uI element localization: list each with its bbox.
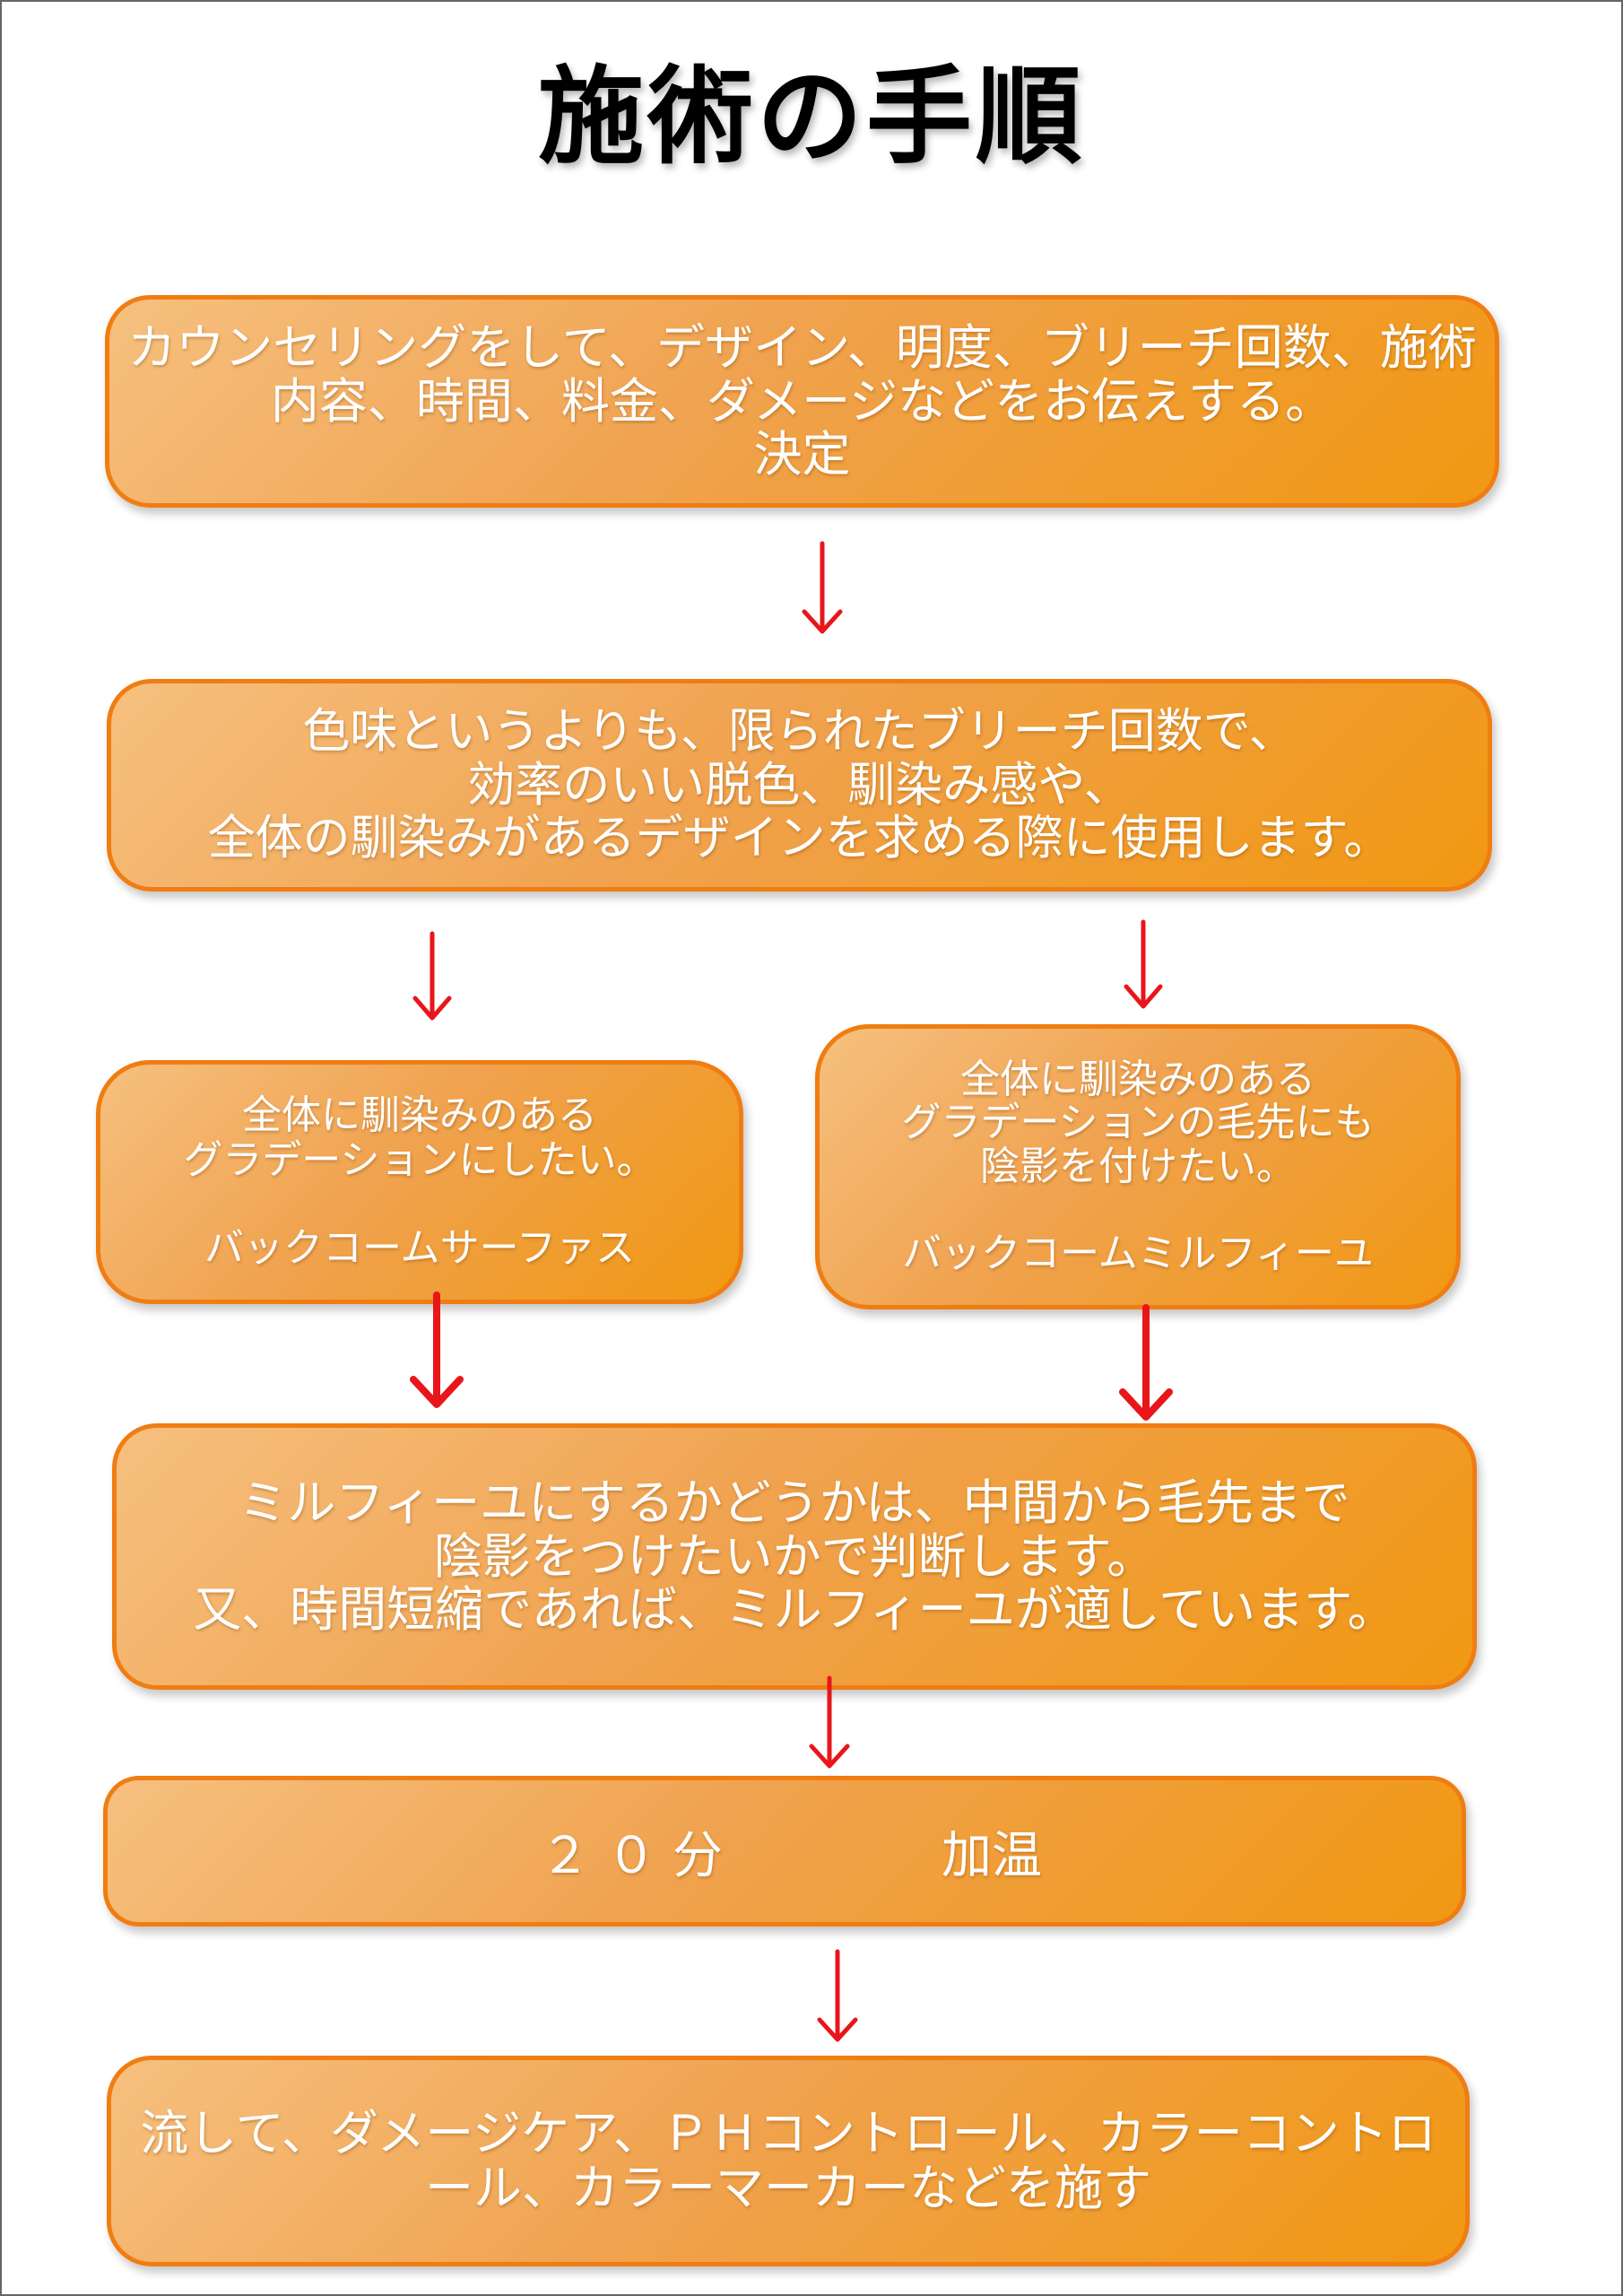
millefeuille-text-line-3: 陰影を付けたい。	[980, 1143, 1296, 1189]
judgement-step-box: ミルフィーユにするかどうかは、中間から毛先まで 陰影をつけたいかで判断します。 …	[112, 1423, 1477, 1690]
millefeuille-text-line-1: 全体に馴染みのある	[960, 1057, 1315, 1103]
surface-text-line-4: バックコームサーファス	[204, 1225, 636, 1272]
surface-option-box: 全体に馴染みのある グラデーションにしたい。 バックコームサーファス	[96, 1060, 743, 1304]
arrow-down-icon	[809, 1675, 850, 1769]
purpose-text-line-2: 効率のいい脱色、馴染み感や、	[467, 757, 1132, 813]
arrow-down-icon	[1124, 919, 1163, 1009]
finish-text-line-2: ール、カラーマーカーなどを施す	[425, 2159, 1151, 2216]
finish-step-box: 流して、ダメージケア、ＰＨコントロール、カラーコントロ ール、カラーマーカーなど…	[107, 2056, 1470, 2266]
page-title: 施術の手順	[537, 55, 1085, 178]
millefeuille-option-box: 全体に馴染みのある グラデーションの毛先にも 陰影を付けたい。 バックコームミル…	[815, 1024, 1461, 1309]
arrow-down-icon	[802, 541, 843, 634]
surface-text-line-1: 全体に馴染みのある	[242, 1092, 597, 1139]
heat-time-label: ２０分	[540, 1826, 739, 1885]
heat-action-label: 加温	[942, 1826, 1042, 1885]
finish-text-line-1: 流して、ダメージケア、ＰＨコントロール、カラーコントロ	[140, 2105, 1436, 2162]
purpose-step-box: 色味というよりも、限られたブリーチ回数で、 効率のいい脱色、馴染み感や、 全体の…	[107, 679, 1492, 891]
purpose-text-line-3: 全体の馴染みがあるデザインを求める際に使用します。	[207, 811, 1392, 866]
judgement-text-line-1: ミルフィーユにするかどうかは、中間から毛先まで	[239, 1474, 1350, 1532]
arrow-down-icon	[412, 931, 452, 1021]
heat-step-box: ２０分 加温	[103, 1776, 1466, 1926]
counseling-text-line-1: カウンセリングをして、デザイン、明度、ブリーチ回数、施術	[127, 319, 1477, 377]
millefeuille-text-line-2: グラデーションの毛先にも	[901, 1100, 1375, 1146]
surface-text-line-2: グラデーションにしたい。	[183, 1136, 656, 1183]
counseling-text-line-2: 内容、時間、料金、ダメージなどをお伝えする。	[270, 372, 1334, 430]
arrow-down-icon	[817, 1949, 858, 2042]
arrow-down-icon	[410, 1292, 464, 1408]
judgement-text-line-3: 又、時間短縮であれば、ミルフィーユが適しています。	[193, 1581, 1396, 1639]
judgement-text-line-2: 陰影をつけたいかで判断します。	[433, 1527, 1156, 1585]
arrow-down-icon	[1119, 1304, 1173, 1421]
purpose-text-line-1: 色味というよりも、限られたブリーチ回数で、	[302, 704, 1297, 760]
millefeuille-text-line-5: バックコームミルフィーユ	[902, 1230, 1374, 1276]
counseling-step-box: カウンセリングをして、デザイン、明度、ブリーチ回数、施術 内容、時間、料金、ダメ…	[105, 295, 1499, 508]
counseling-text-line-3: 決定	[753, 426, 851, 483]
